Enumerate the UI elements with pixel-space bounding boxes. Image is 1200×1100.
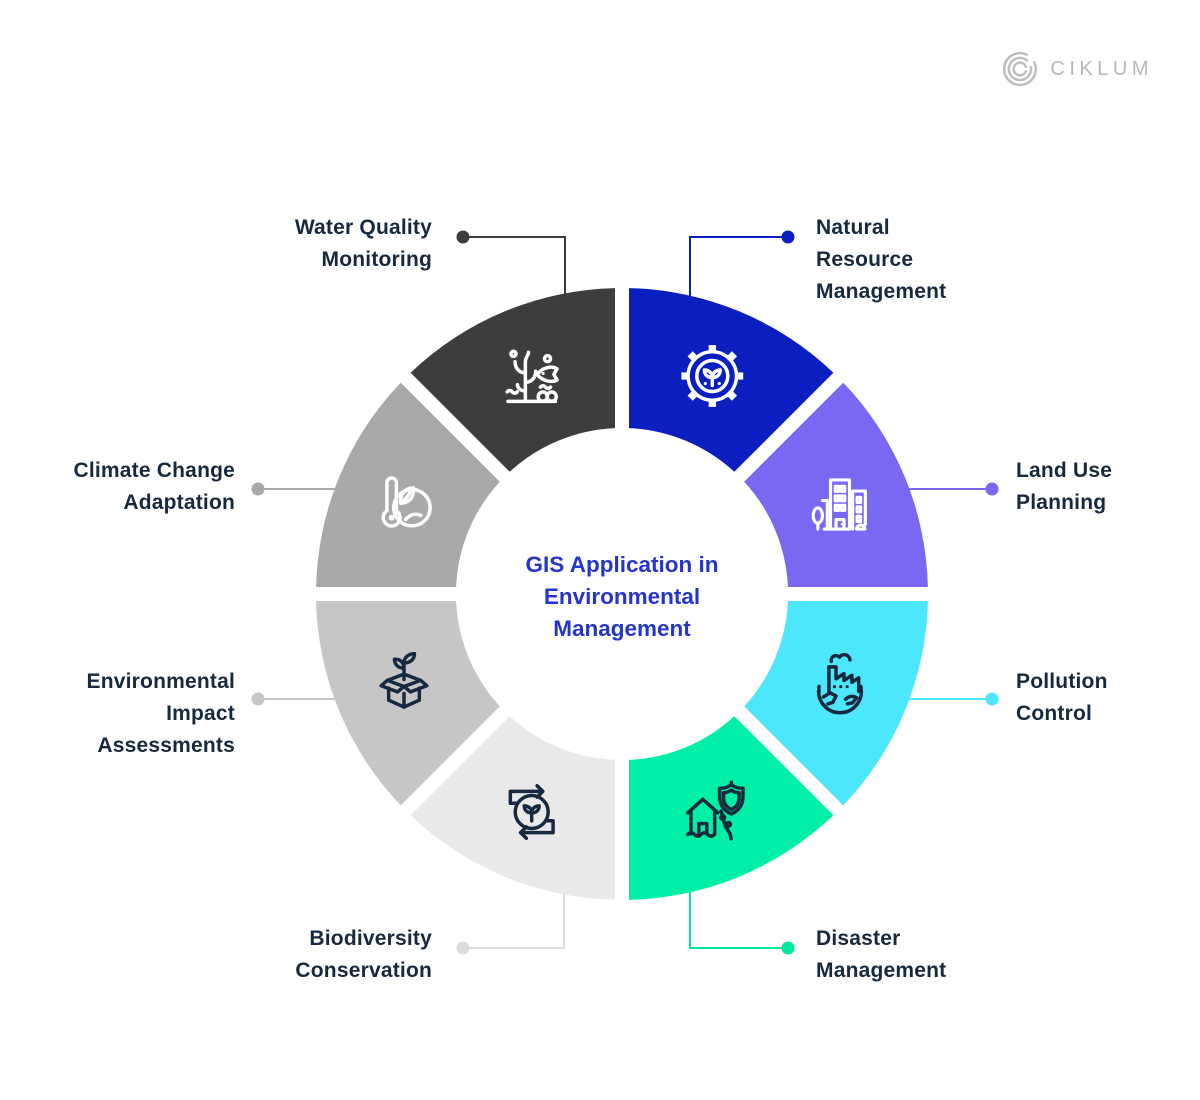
ciklum-logo-icon bbox=[1003, 51, 1038, 87]
connector-biodiversity-conservation bbox=[463, 888, 565, 949]
connector-dot-climate-change-adaptation bbox=[251, 482, 265, 496]
connector-lines bbox=[251, 230, 999, 955]
connector-dot-pollution-control bbox=[985, 692, 999, 706]
label-disaster-management: Disaster Management bbox=[816, 927, 947, 982]
label-natural-resource-management: Natural Resource Management bbox=[816, 216, 947, 303]
label-water-quality-monitoring: Water Quality Monitoring bbox=[294, 216, 432, 271]
segment-water-quality-monitoring bbox=[410, 288, 615, 472]
connector-dot-natural-resource-management bbox=[781, 230, 795, 244]
connector-dot-biodiversity-conservation bbox=[456, 941, 470, 955]
connector-disaster-management bbox=[689, 888, 788, 949]
label-land-use-planning: Land Use Planning bbox=[1016, 459, 1113, 514]
label-biodiversity-conservation: Biodiversity Conservation bbox=[295, 927, 432, 982]
brand-logo: CIKLUM bbox=[1001, 50, 1153, 88]
segment-environmental-impact-assessments bbox=[316, 601, 500, 806]
connector-water-quality-monitoring bbox=[463, 236, 566, 300]
label-environmental-impact-assessments: Environmental Impact Assessments bbox=[86, 670, 235, 757]
label-pollution-control: Pollution Control bbox=[1016, 670, 1108, 725]
diagram-title: GIS Application in Environmental Managem… bbox=[525, 552, 719, 641]
brand-name: CIKLUM bbox=[1050, 57, 1153, 80]
segment-pollution-control bbox=[744, 601, 928, 806]
connector-natural-resource-management bbox=[689, 236, 788, 300]
connector-dot-land-use-planning bbox=[985, 482, 999, 496]
segment-biodiversity-conservation bbox=[410, 716, 615, 900]
connector-dot-disaster-management bbox=[781, 941, 795, 955]
connector-dot-environmental-impact-assessments bbox=[251, 692, 265, 706]
connector-dot-water-quality-monitoring bbox=[456, 230, 470, 244]
segment-climate-change-adaptation bbox=[316, 382, 500, 587]
label-climate-change-adaptation: Climate Change Adaptation bbox=[73, 459, 235, 514]
segment-natural-resource-management bbox=[629, 288, 834, 472]
